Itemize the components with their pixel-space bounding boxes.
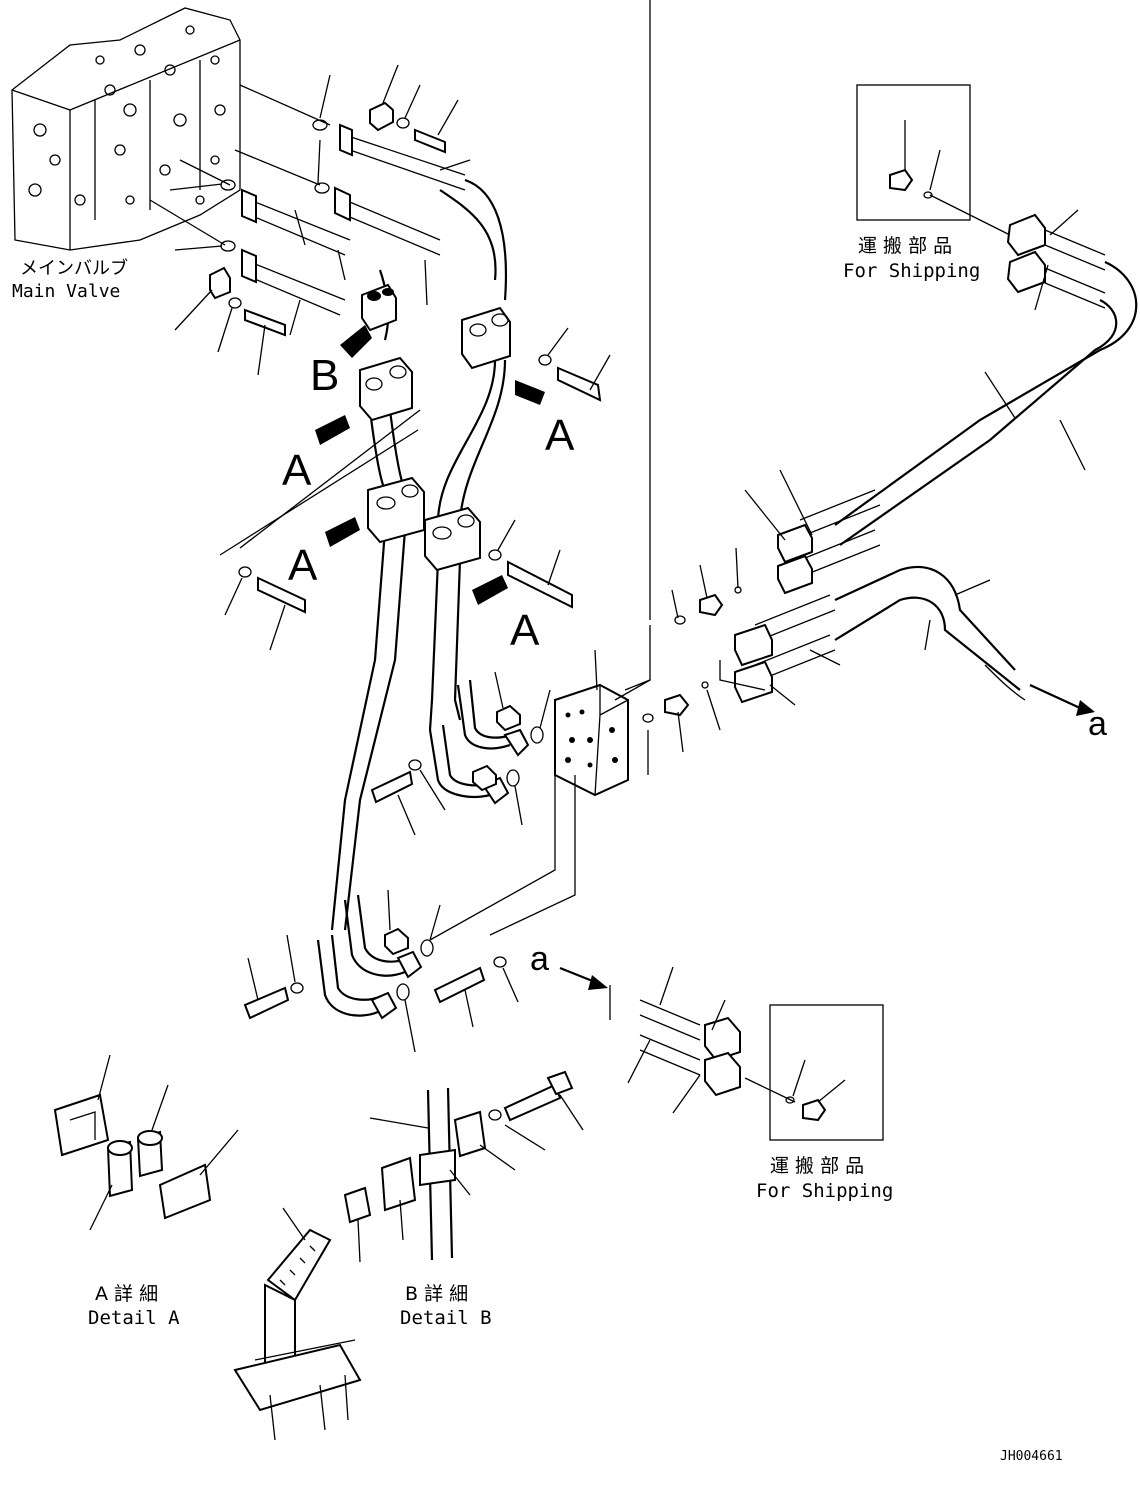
- view-marker-a-4: A: [510, 606, 540, 655]
- main-valve-label-jp: メインバルブ: [20, 257, 128, 279]
- view-marker-a-3: A: [288, 541, 318, 590]
- clamp-b-lower: [359, 356, 413, 422]
- detail-a-label-jp: A 詳 細: [95, 1283, 158, 1305]
- shipping-box-bottom: [769, 1004, 884, 1141]
- bracket-stand: [233, 1207, 362, 1441]
- clamp-a-left-lower: [367, 476, 425, 544]
- detail-b-label-en: Detail B: [400, 1307, 492, 1329]
- shipping-top-label-jp: 運 搬 部 品: [858, 235, 952, 257]
- leaders-top: [169, 64, 471, 376]
- shipping-bottom-label-jp: 運 搬 部 品: [770, 1155, 864, 1177]
- shipping-top-leader: [929, 194, 1011, 236]
- view-marker-a-2: A: [545, 411, 575, 460]
- clamp-bolts: [238, 354, 602, 614]
- bottom-hose-ends: [559, 966, 796, 1114]
- shipping-bottom-label-en: For Shipping: [756, 1180, 893, 1202]
- junction-block: [554, 649, 651, 797]
- middle-right-fittings: [734, 469, 1095, 716]
- detail-a-drawing: [53, 1054, 239, 1231]
- clamp-b-upper: [361, 283, 397, 332]
- upper-hoses: [241, 123, 466, 316]
- clamp-a-right-lower: [424, 506, 481, 572]
- small-fittings: [624, 0, 766, 753]
- view-marker-a-1: A: [282, 446, 312, 495]
- detail-b-drawing: [343, 1070, 584, 1263]
- main-valve-block: [11, 7, 241, 251]
- top-right-hose-ends: [834, 209, 1138, 546]
- shipping-box-top: [856, 84, 971, 221]
- shipping-top-label-en: For Shipping: [843, 260, 980, 282]
- o-rings-upper: [220, 119, 330, 252]
- view-arrows: [315, 325, 545, 605]
- view-marker-b: B: [310, 351, 339, 400]
- main-valve-label-en: Main Valve: [12, 281, 120, 302]
- clamp-a-right-upper: [461, 306, 511, 370]
- middle-elbows: [370, 671, 576, 941]
- hose-runs: [330, 178, 508, 931]
- detail-b-label-jp: B 詳 細: [405, 1283, 468, 1305]
- top-fasteners: [209, 101, 446, 337]
- lower-elbows: [243, 889, 519, 1053]
- connector-letter-right: a: [1088, 705, 1107, 743]
- leaders-middle: [219, 327, 611, 651]
- valve-leader-lines: [149, 84, 331, 246]
- detail-a-label-en: Detail A: [88, 1307, 180, 1329]
- drawing-number: JH004661: [1000, 1449, 1063, 1464]
- connector-letter-bottom: a: [530, 940, 549, 978]
